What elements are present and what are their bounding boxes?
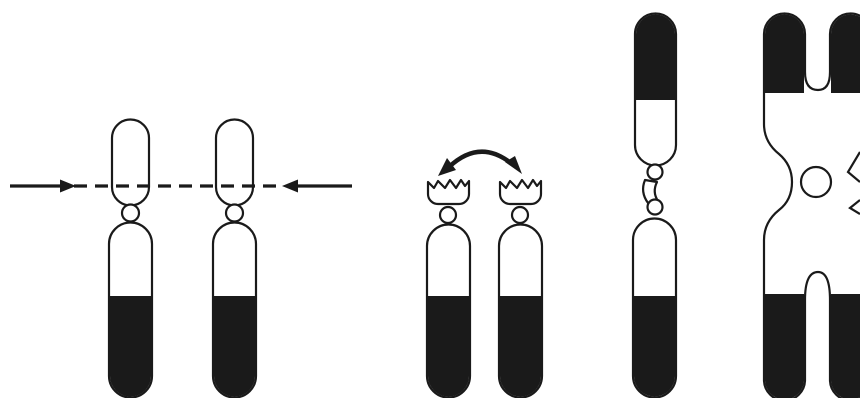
- dark-band: [428, 296, 469, 397]
- dark-band: [214, 296, 255, 397]
- fused-dicentric-chromosome: [633, 13, 676, 397]
- centromere-bottom: [648, 200, 663, 215]
- dark-band-bottom-left: [765, 294, 804, 398]
- centromere: [440, 207, 456, 223]
- stage-2: [427, 152, 542, 398]
- centromere: [226, 205, 243, 222]
- acrocentric-chromosome-left: [109, 120, 152, 398]
- short-arm: [216, 120, 253, 206]
- dark-band-top: [636, 15, 675, 101]
- dark-band-bottom: [634, 296, 675, 396]
- dark-band-top-right: [831, 15, 860, 94]
- partial-x-shaped-chromosome: [764, 13, 860, 398]
- dark-band: [110, 296, 151, 397]
- dark-band-top-left: [765, 15, 804, 94]
- stage-1: [10, 120, 352, 398]
- dark-band-bottom-right: [831, 294, 860, 398]
- long-arm-left: [427, 225, 470, 398]
- stage-3: [633, 13, 676, 397]
- centromere: [122, 205, 139, 222]
- acrocentric-chromosome-right: [213, 120, 256, 398]
- centromere-top: [648, 165, 663, 180]
- break-arrow-left: [10, 180, 76, 193]
- long-arm-right: [499, 225, 542, 398]
- centromere: [512, 207, 528, 223]
- stage-4: [764, 13, 860, 398]
- exchange-arrow: [438, 152, 522, 176]
- centromere: [801, 167, 831, 197]
- short-arm: [112, 120, 149, 206]
- short-arm-fragment-left: [428, 180, 469, 223]
- short-arm-fragment-right: [500, 180, 541, 223]
- break-arrow-right: [282, 180, 352, 193]
- dark-band: [500, 296, 541, 397]
